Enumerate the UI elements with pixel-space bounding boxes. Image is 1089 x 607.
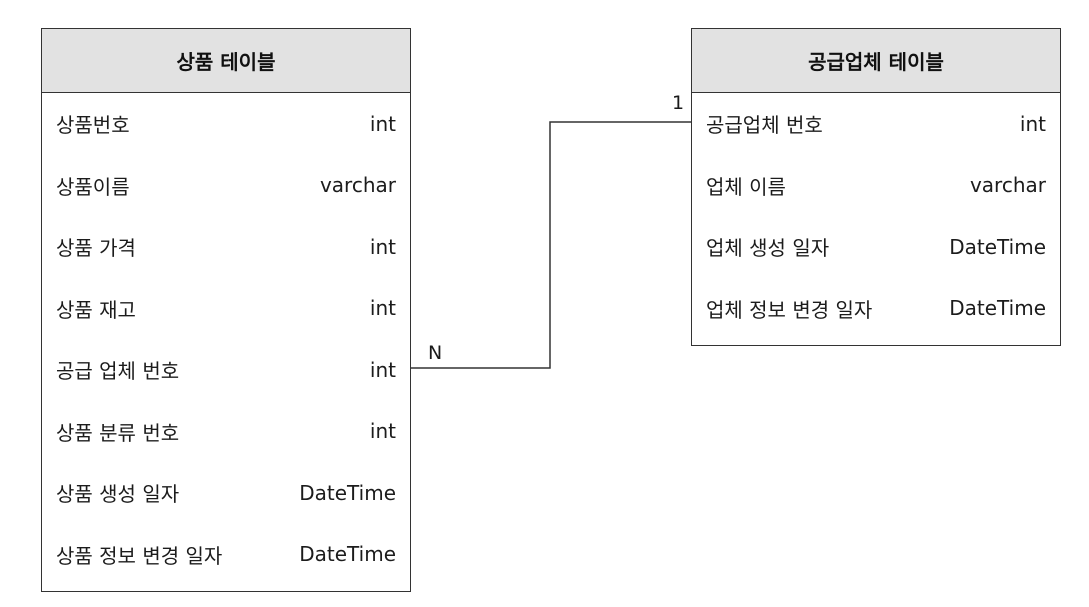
field-name: 공급업체 번호	[706, 113, 823, 138]
cardinality-one-label: 1	[672, 92, 685, 114]
supplier-table-title: 공급업체 테이블	[692, 29, 1060, 93]
table-row: 상품 생성 일자 DateTime	[42, 462, 410, 524]
table-row: 상품이름 varchar	[42, 155, 410, 217]
supplier-table: 공급업체 테이블 공급업체 번호 int 업체 이름 varchar 업체 생성…	[691, 28, 1061, 346]
relationship-line	[411, 121, 691, 369]
product-table: 상품 테이블 상품번호 int 상품이름 varchar 상품 가격 int 상…	[41, 28, 411, 592]
field-name: 상품 생성 일자	[56, 482, 180, 507]
table-row-supplier-pk: 공급업체 번호 int	[692, 93, 1060, 155]
field-name: 상품 분류 번호	[56, 420, 180, 445]
field-type: int	[369, 234, 396, 259]
field-name: 상품번호	[56, 113, 130, 138]
field-name: 상품 가격	[56, 236, 136, 261]
field-name: 공급 업체 번호	[56, 359, 180, 384]
table-row-supplier-fk: 공급 업체 번호 int	[42, 339, 410, 401]
field-type: int	[369, 419, 396, 444]
table-row: 업체 이름 varchar	[692, 155, 1060, 217]
field-name: 업체 정보 변경 일자	[706, 297, 873, 322]
field-type: DateTime	[299, 480, 396, 505]
supplier-table-fields: 공급업체 번호 int 업체 이름 varchar 업체 생성 일자 DateT…	[692, 93, 1060, 339]
field-type: int	[369, 357, 396, 382]
field-name: 상품이름	[56, 174, 130, 199]
table-row: 상품 재고 int	[42, 278, 410, 340]
product-table-title: 상품 테이블	[42, 29, 410, 93]
field-name: 상품 정보 변경 일자	[56, 543, 223, 568]
table-row: 상품 분류 번호 int	[42, 401, 410, 463]
field-type: int	[1019, 111, 1046, 136]
field-name: 업체 이름	[706, 174, 786, 199]
field-name: 상품 재고	[56, 297, 136, 322]
table-row: 상품 가격 int	[42, 216, 410, 278]
field-type: int	[369, 111, 396, 136]
cardinality-many-label: N	[428, 342, 443, 364]
table-row: 상품번호 int	[42, 93, 410, 155]
field-type: int	[369, 296, 396, 321]
product-table-fields: 상품번호 int 상품이름 varchar 상품 가격 int 상품 재고 in…	[42, 93, 410, 585]
field-type: DateTime	[299, 542, 396, 567]
table-row: 업체 정보 변경 일자 DateTime	[692, 278, 1060, 340]
field-type: DateTime	[949, 234, 1046, 259]
field-name: 업체 생성 일자	[706, 236, 830, 261]
table-row: 업체 생성 일자 DateTime	[692, 216, 1060, 278]
field-type: varchar	[319, 173, 396, 198]
table-row: 상품 정보 변경 일자 DateTime	[42, 524, 410, 586]
field-type: DateTime	[949, 296, 1046, 321]
field-type: varchar	[969, 173, 1046, 198]
